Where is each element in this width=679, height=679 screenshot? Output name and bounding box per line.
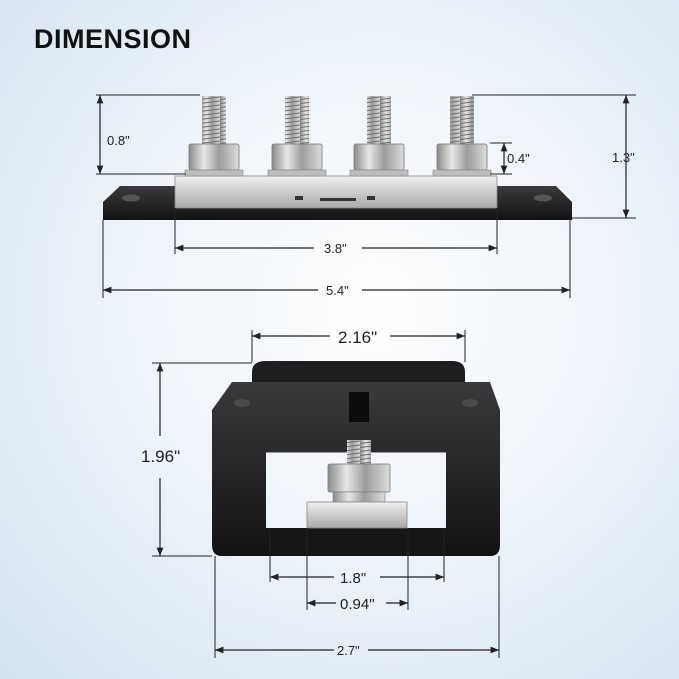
center-slot xyxy=(349,392,369,422)
mount-hole xyxy=(534,194,552,202)
bar-slot xyxy=(295,196,303,200)
total-length-label: 5.4" xyxy=(326,283,349,298)
inner-floor xyxy=(266,528,446,556)
side-extension-lines xyxy=(152,330,500,658)
top-width-label: 2.16" xyxy=(338,328,377,347)
mount-hole xyxy=(122,194,140,202)
stud-3 xyxy=(349,96,409,177)
stud-4 xyxy=(432,96,492,177)
bar-slot xyxy=(320,198,356,201)
nut-height-label: 0.4" xyxy=(507,151,530,166)
inner-length-label: 3.8" xyxy=(324,241,347,256)
total-height-label: 1.3" xyxy=(612,150,635,165)
top-view: 0.8" 0.4" 1.3" 3.8" 5.4" xyxy=(96,94,636,298)
housing-body xyxy=(212,382,500,556)
inner-width-label: 1.8" xyxy=(340,570,366,587)
top-dimension-lines xyxy=(96,95,630,294)
bar-width-label: 0.94" xyxy=(340,596,375,613)
side-washer xyxy=(332,491,386,503)
side-stud xyxy=(347,440,371,466)
bus-bar xyxy=(174,175,498,209)
mount-hole xyxy=(462,399,478,407)
stud-height-label: 0.8" xyxy=(107,133,130,148)
base-width-label: 2.7" xyxy=(337,643,360,658)
side-dimension-lines xyxy=(156,332,499,654)
mount-hole xyxy=(234,399,250,407)
stud-2 xyxy=(267,96,327,177)
page-title: DIMENSION xyxy=(34,24,192,54)
bar-slot xyxy=(367,196,375,200)
stud-1 xyxy=(184,96,244,177)
side-nut xyxy=(327,463,391,493)
height-label: 1.96" xyxy=(141,447,180,466)
side-bus-bar xyxy=(306,501,408,529)
side-view: 2.16" 1.96" 1.8" 0.94" 2.7" xyxy=(141,328,500,658)
